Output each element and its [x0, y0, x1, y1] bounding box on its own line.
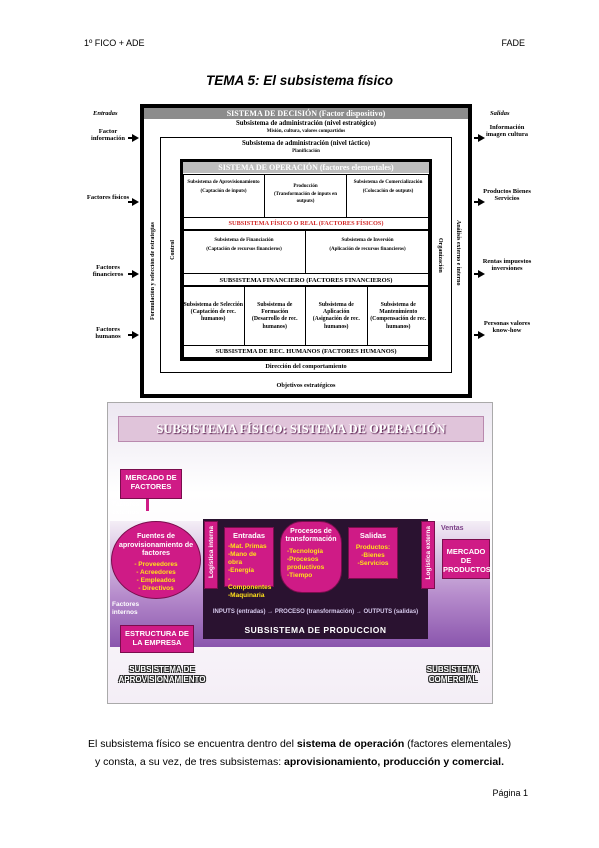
arrow-shaft	[128, 334, 134, 336]
arrow-right-icon	[132, 198, 139, 206]
produccion-label: SUBSISTEMA DE PRODUCCION	[244, 625, 387, 635]
output-personas: Personas valores know-how	[483, 320, 531, 335]
admin-tactical-label: Subsistema de administración (nivel táct…	[241, 140, 370, 147]
arrow-right-icon	[132, 270, 139, 278]
figure-business-system-diagram: Entradas Factor información Factores fís…	[0, 100, 599, 400]
mantenimiento-box: Subsistema de Mantenimiento (Compensació…	[367, 286, 429, 346]
formulation-vertical-label: Formulación y selección de estrategias	[150, 222, 156, 320]
estructura-box: ESTRUCTURA DE LA EMPRESA	[120, 625, 194, 653]
control-vertical-label: Control	[170, 240, 176, 260]
direccion-label: Dirección del comportamiento	[265, 363, 347, 370]
tactical-frame	[160, 137, 452, 373]
planificacion-label: Planificación	[292, 149, 320, 154]
admin-strategic-label: Subsistema de administración (nivel estr…	[235, 120, 377, 127]
page-number: Página 1	[492, 788, 528, 798]
operation-system-bar: SISTEMA DE OPERACIÓN (factores elemental…	[183, 162, 429, 173]
mercado-factores-box: MERCADO DE FACTORES	[120, 469, 182, 499]
output-informacion: Información imagen cultura	[485, 124, 529, 139]
arrow-shaft	[474, 201, 480, 203]
inputs-heading: Entradas	[93, 110, 118, 117]
human-subsystem-label: SUBSISTEMA DE REC. HUMANOS (FACTORES HUM…	[215, 348, 397, 355]
decision-system-bar: SISTEMA DE DECISIÓN (Factor dispositivo)	[144, 108, 468, 119]
mercado-productos-box: MERCADO DE PRODUCTOS	[442, 539, 491, 579]
outputs-heading: Salidas	[490, 110, 510, 117]
objetivos-label: Objetivos estratégicos	[276, 382, 336, 389]
logistica-externa-bar: Logística externa	[421, 521, 435, 589]
aplicacion-box: Subsistema de Aplicación (Asignación de …	[306, 286, 368, 346]
fig2-title: SUBSISTEMA FÍSICO: SISTEMA DE OPERACIÓN	[118, 416, 484, 442]
output-rentas: Rentas impuestos inversiones	[482, 258, 532, 273]
comercial-label: SUBSISTEMA COMERCIAL	[426, 665, 480, 684]
input-factores-humanos: Factores humanos	[95, 326, 121, 341]
arrow-shaft	[128, 137, 134, 139]
arrow-right-icon	[478, 198, 485, 206]
arrow-shaft	[474, 137, 480, 139]
input-factores-financieros: Factores financieros	[92, 264, 124, 279]
arrow-right-icon	[132, 134, 139, 142]
organizacion-vertical-label: Organización	[437, 238, 443, 273]
human-subsystem-frame	[183, 286, 429, 358]
caption-line-2: y consta, a su vez, de tres subsistemas:…	[94, 756, 505, 769]
aprovisionamiento-box: Subsistema de Aprovisionamiento (Captaci…	[183, 174, 265, 218]
fuentes-circle: Fuentes de aprovisionamiento de factores…	[111, 521, 201, 599]
caption-line-1: El subsistema físico se encuentra dentro…	[87, 738, 512, 750]
arrow-shaft	[474, 273, 480, 275]
comercializacion-box: Subsistema de Comercialización (Colocaci…	[347, 174, 429, 218]
arrow-shaft	[474, 334, 480, 336]
seleccion-box: Subsistema de Selección (Captación de re…	[183, 286, 245, 346]
flow-line	[146, 499, 149, 511]
financial-subsystem-label: SUBSISTEMA FINANCIERO (FACTORES FINANCIE…	[219, 277, 393, 284]
arrow-right-icon	[478, 270, 485, 278]
operation-frame	[180, 159, 432, 361]
financial-subsystem-frame	[183, 230, 429, 286]
inversion-box: Subsistema de Inversión (Aplicación de r…	[306, 230, 429, 274]
analysis-vertical-label: Análisis externo e interno	[455, 220, 461, 286]
factores-internos-label: Factores internos	[112, 601, 140, 616]
physical-subsystem-frame	[183, 174, 429, 230]
arrow-right-icon	[478, 331, 485, 339]
input-factor-informacion: Factor información	[91, 128, 125, 143]
logistica-interna-bar: Logística interna	[204, 521, 218, 589]
output-productos: Productos Bienes Servicios	[483, 188, 531, 203]
factores-externos-label: Factores externos	[112, 501, 140, 516]
arrow-right-icon	[132, 331, 139, 339]
aprovisionamiento-label: SUBSISTEMA DE APROVISIONAMIENTO	[118, 665, 206, 684]
outer-system-frame	[140, 104, 472, 398]
input-factores-fisicos: Factores físicos	[86, 194, 130, 201]
page-title: TEMA 5: El subsistema físico	[205, 73, 394, 88]
procesos-box: Procesos de transformación -Tecnología -…	[280, 521, 342, 593]
header-left: 1º FICO + ADE	[84, 38, 145, 48]
header-right: FADE	[501, 38, 525, 48]
arrow-shaft	[128, 273, 134, 275]
arrow-shaft	[128, 201, 134, 203]
ventas-label: Ventas	[441, 525, 464, 532]
formacion-box: Subsistema de Formación (Desarrollo de r…	[244, 286, 306, 346]
arrow-right-icon	[478, 134, 485, 142]
figure-operation-system: SUBSISTEMA FÍSICO: SISTEMA DE OPERACIÓN …	[107, 402, 493, 704]
flow-text: INPUTS (entradas) → PROCESO (transformac…	[212, 609, 419, 615]
salidas-box: Salidas Productos: -Bienes -Servicios	[348, 527, 398, 579]
admin-strategic-sub: Misión, cultura, valores compartidos	[266, 129, 346, 134]
physical-subsystem-label: SUBSISTEMA FÍSICO O REAL (FACTORES FÍSIC…	[228, 220, 384, 227]
financiacion-box: Subsistema de Financiación (Captación de…	[183, 230, 306, 274]
caption: El subsistema físico se encuentra dentro…	[0, 735, 599, 772]
entradas-box: Entradas -Mat. Primas -Mano de obra -Ene…	[224, 527, 274, 599]
produccion-box: Producción (Transformación de inputs en …	[265, 174, 347, 218]
